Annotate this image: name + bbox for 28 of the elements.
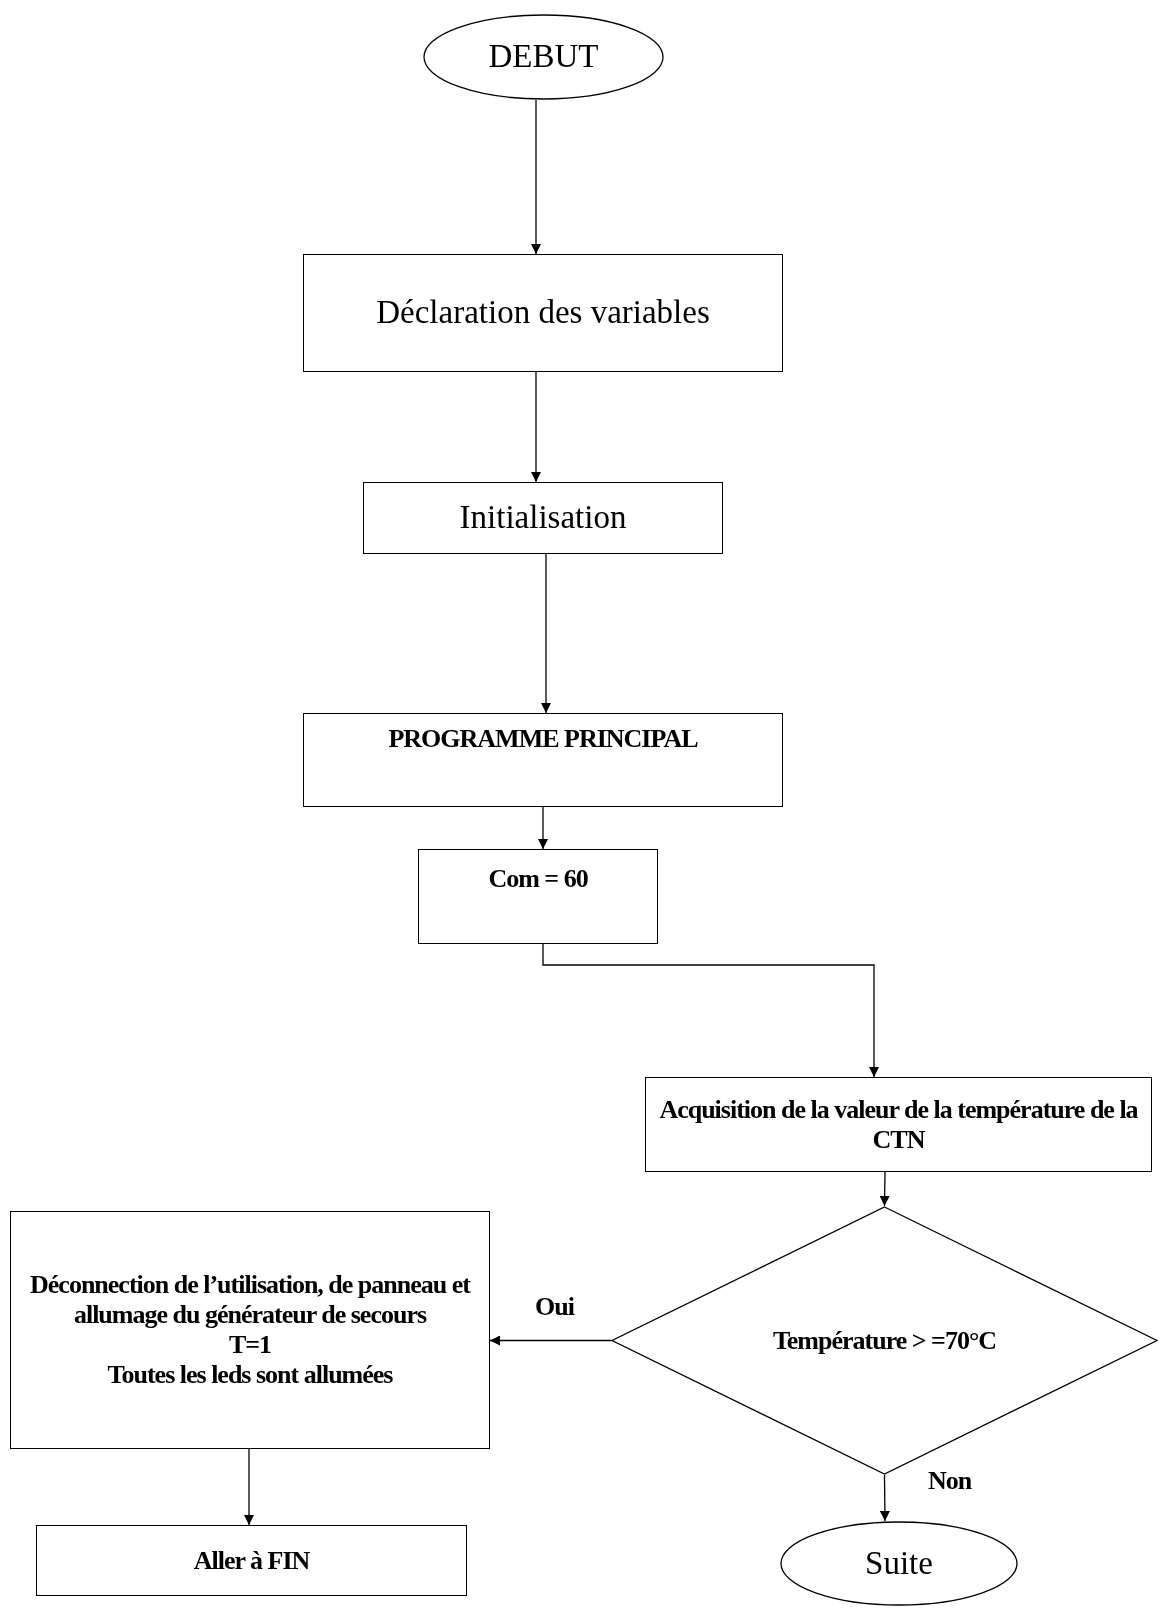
arrow: [489, 1335, 612, 1346]
process-box: [303, 713, 783, 807]
process-box: [418, 849, 658, 944]
node-text: Suite: [865, 1544, 933, 1583]
node-text: Déclaration des variables: [376, 294, 710, 332]
node-text: Initialisation: [459, 499, 627, 537]
arrow: [542, 943, 879, 1078]
node-text: Déconnection de l’utilisation, de panneau et allumage du générateur de secours: [29, 1270, 472, 1330]
arrow: [541, 553, 551, 714]
process-box: [303, 254, 783, 372]
process-box: [10, 1211, 490, 1449]
arrow: [531, 371, 541, 483]
arrow: [879, 1171, 890, 1207]
arrow: [531, 99, 541, 255]
process-box: [645, 1077, 1152, 1172]
arrow: [879, 1474, 890, 1522]
node-text: Acquisition de la valeur de la température de la CTN: [658, 1094, 1139, 1155]
node-text: Toutes les leds sont allumées: [107, 1359, 393, 1390]
process-box: [363, 482, 723, 554]
arrow: [244, 1448, 254, 1526]
node-text: Température > =70°C: [772, 1325, 997, 1356]
node-text: DEBUT: [488, 38, 599, 76]
node-text: Aller à FIN: [193, 1545, 310, 1576]
node-text: T=1: [228, 1330, 272, 1360]
process-box: [36, 1525, 467, 1596]
node-text: Com = 60: [488, 864, 588, 894]
arrow: [538, 806, 548, 850]
node-text: PROGRAMME PRINCIPAL: [388, 724, 698, 754]
